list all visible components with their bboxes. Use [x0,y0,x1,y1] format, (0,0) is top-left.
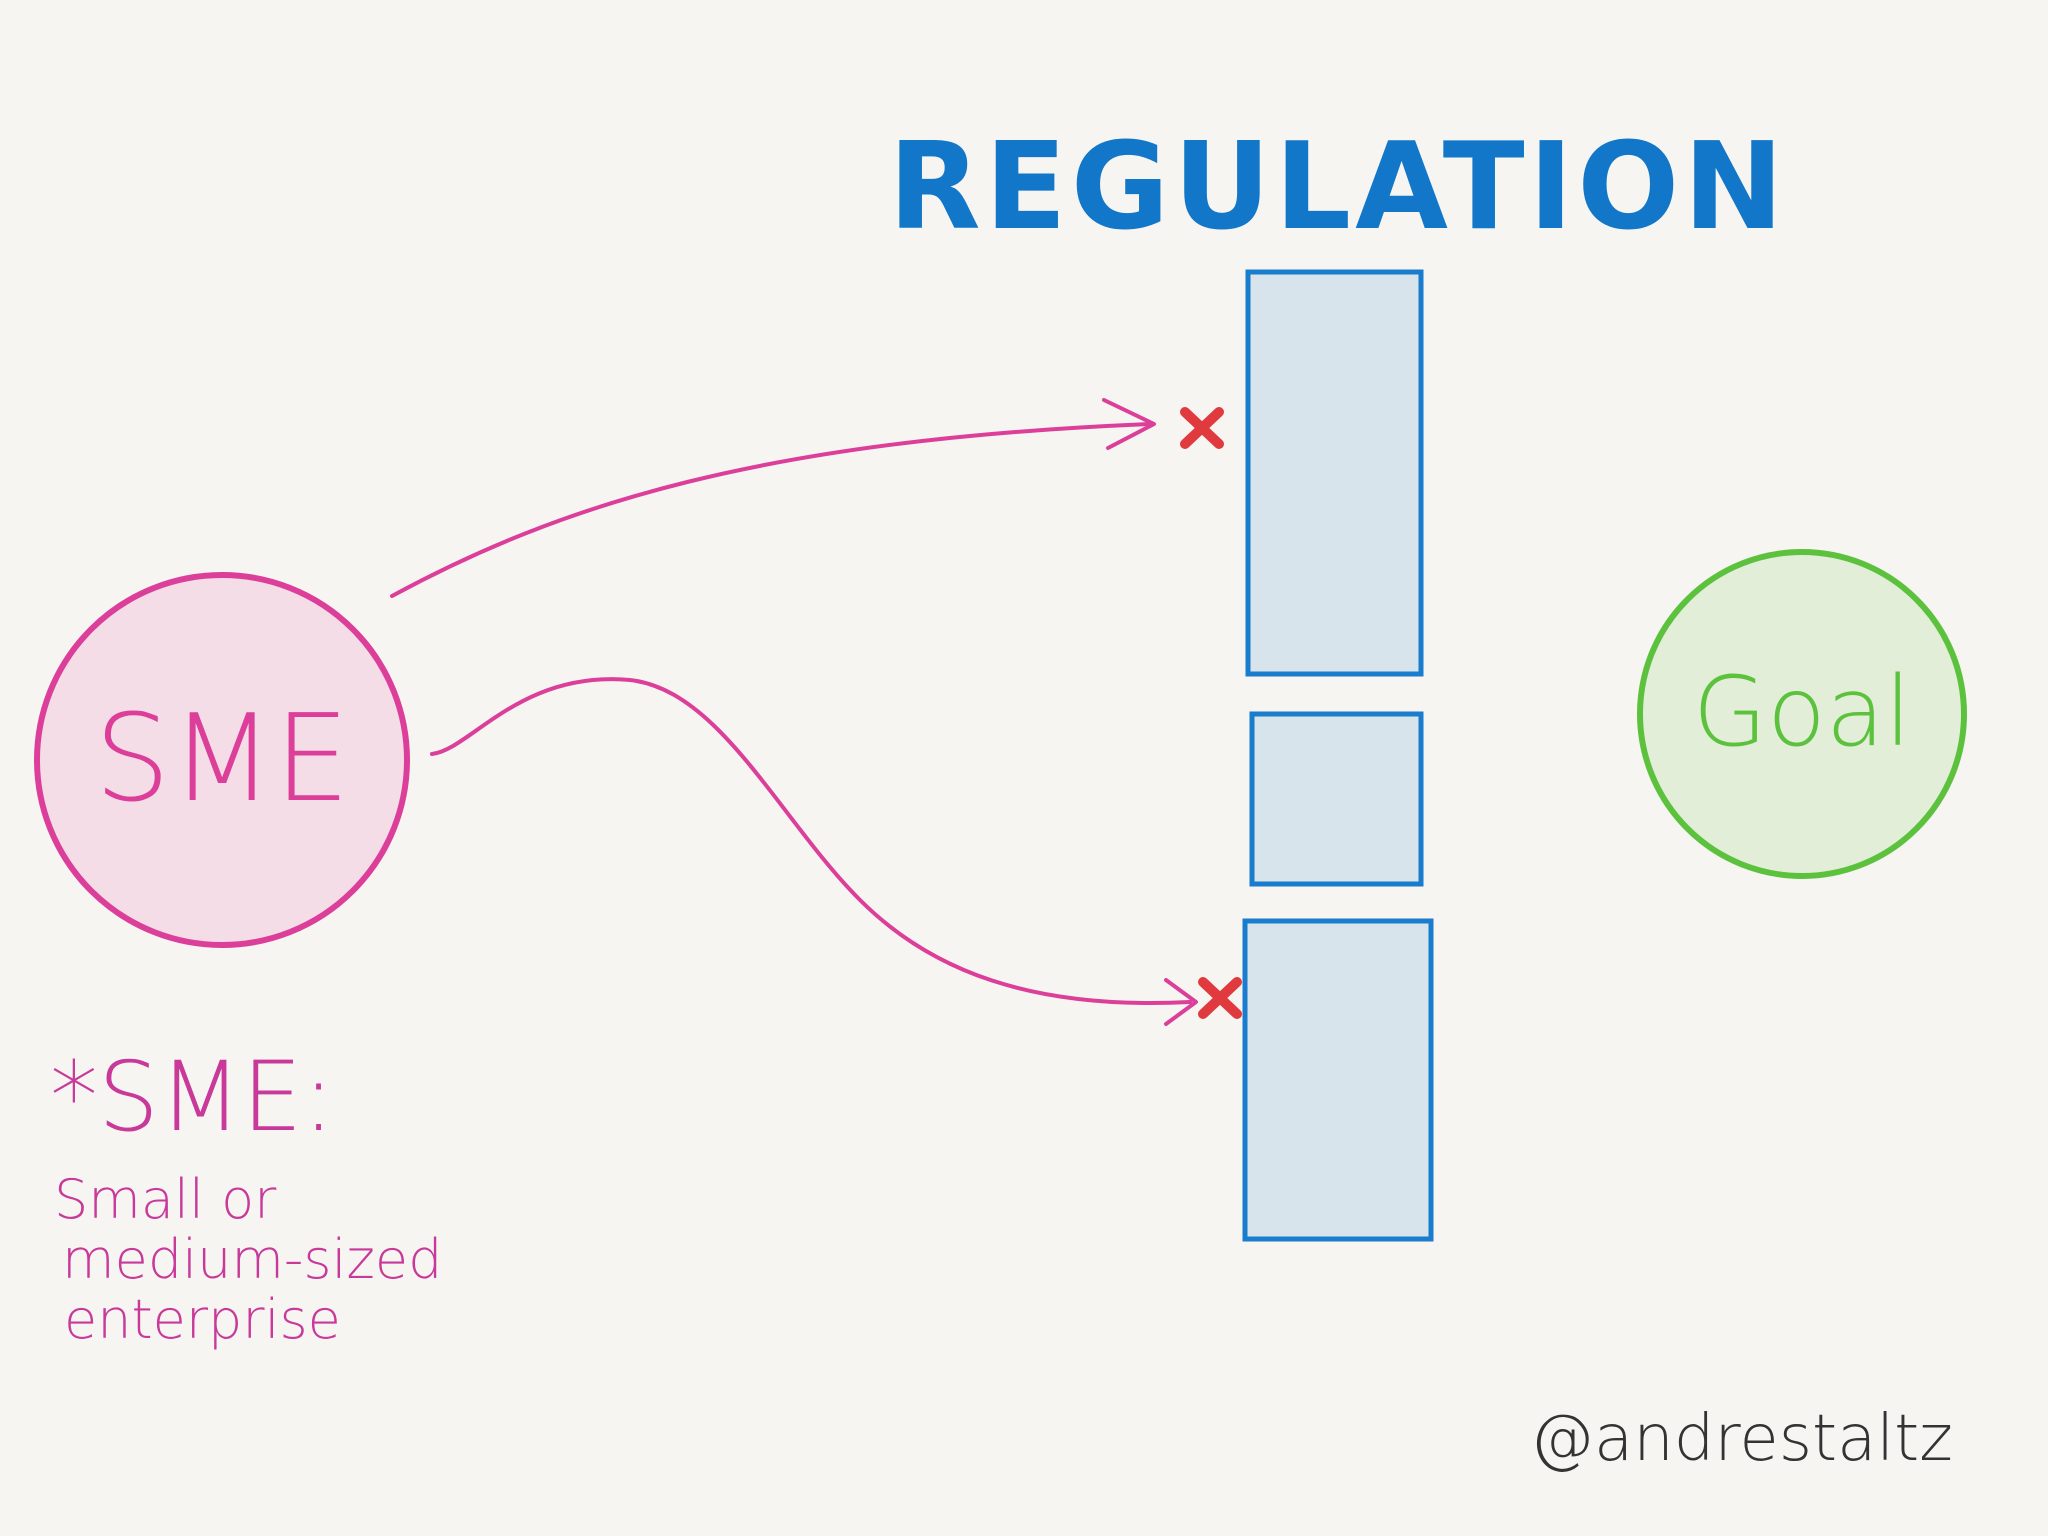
footnote-line-1: Small or [54,1168,277,1231]
barrier-block-top [1245,269,1424,677]
arrow-path-upper [390,422,1152,598]
cross-icon [1198,977,1242,1019]
sme-node: SME [34,572,410,948]
footnote-heading: *SME: [50,1041,335,1153]
blocked-arrow-lower [430,677,1242,1026]
author-signature: @andrestaltz [1530,1402,1953,1476]
diagram-title: REGULATION [888,118,1787,257]
footnote: *SME: Small or medium-sized enterprise [50,1041,442,1351]
blocked-arrow-upper [390,398,1224,598]
sme-circle [34,572,410,948]
footnote-line-3: enterprise [64,1288,341,1351]
arrow-path-lower [430,677,1192,1005]
barrier-block-middle [1249,711,1424,887]
arrowhead-upper [1102,398,1156,450]
barrier-block-bottom [1242,918,1434,1242]
goal-circle [1637,549,1967,879]
arrowhead-lower [1164,978,1198,1026]
sme-label: SME [94,690,350,829]
footnote-line-2: medium-sized [62,1228,442,1291]
goal-label: Goal [1693,656,1912,768]
cross-icon [1180,407,1224,449]
goal-node: Goal [1637,549,1967,879]
